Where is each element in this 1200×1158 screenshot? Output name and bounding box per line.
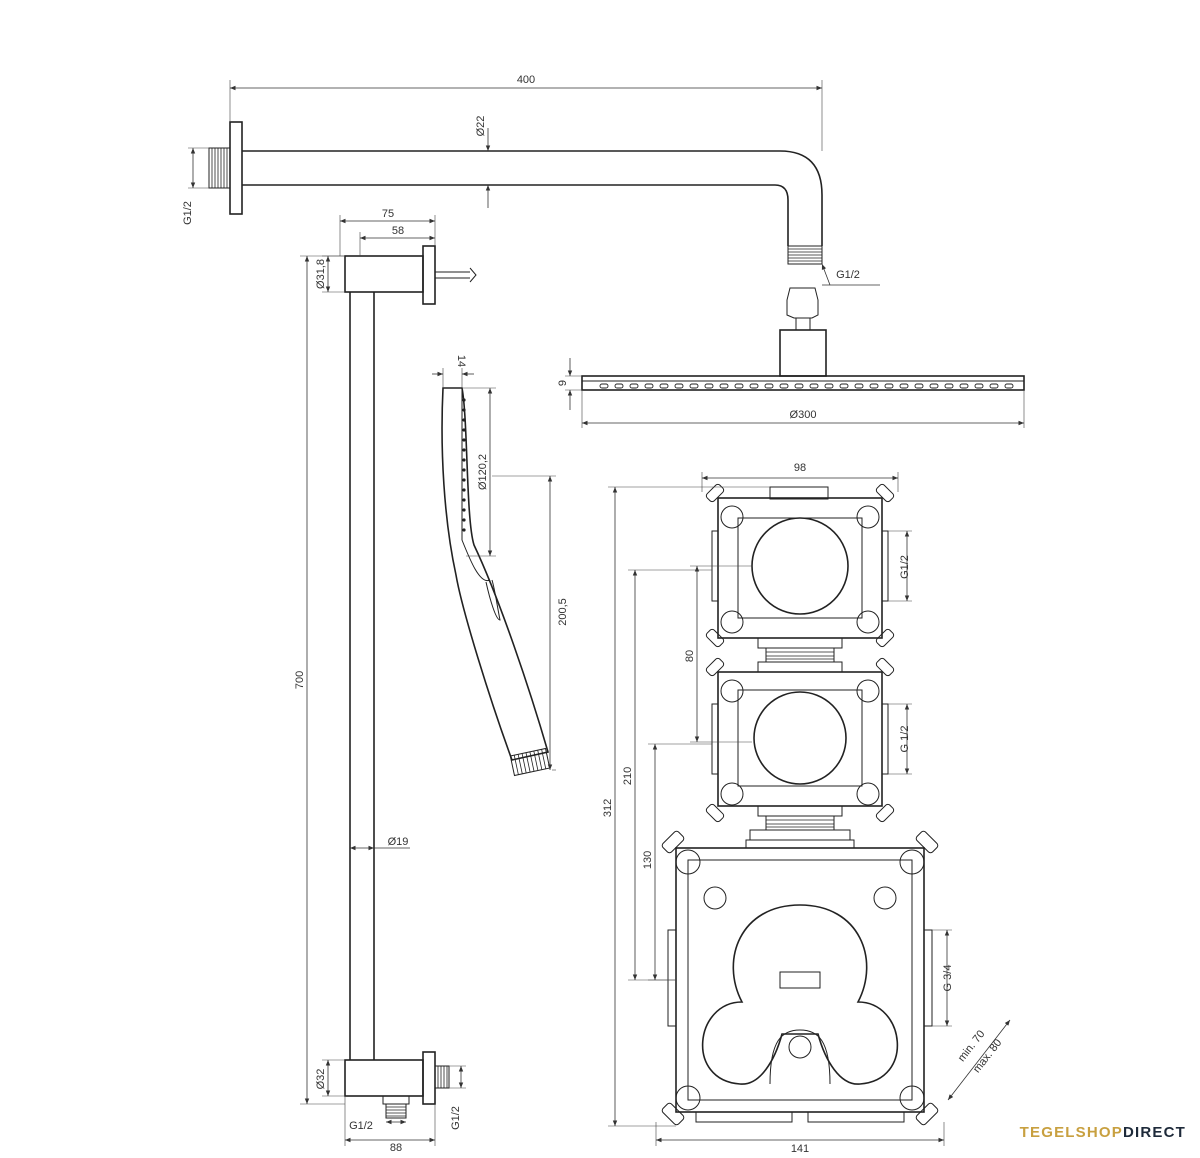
head-diameter-dimension: Ø300 xyxy=(581,390,1025,428)
brand-logo: TEGELSHOPDIRECT xyxy=(1020,1124,1186,1141)
elbow-thread-side-dimension: G1/2 xyxy=(449,1065,466,1130)
box-thread-main-dimension: G 3/4 xyxy=(932,929,954,1027)
arm-diameter-dimension: Ø22 xyxy=(475,116,491,208)
box-thread-1-dimension: G1/2 xyxy=(888,530,912,602)
head-thread-label: G1/2 xyxy=(836,269,860,281)
brand-part-2: DIRECT xyxy=(1122,1124,1186,1141)
box-210-label: 210 xyxy=(622,767,634,785)
elbow-thread-bottom-dimension: G1/2 xyxy=(349,1119,406,1132)
holder-depth-label: 75 xyxy=(382,208,394,220)
holder-inner-label: 58 xyxy=(392,225,404,237)
box-width-bottom-label: 141 xyxy=(791,1143,809,1155)
shower-arm xyxy=(208,121,823,265)
shower-head xyxy=(581,287,1025,391)
rail-diameter-dimension: Ø19 xyxy=(350,836,410,851)
head-thread-dimension: G1/2 xyxy=(821,263,880,286)
head-height-dimension: 9 xyxy=(557,358,582,410)
rail-length-label: 700 xyxy=(294,671,306,689)
box-130-dimension: 130 xyxy=(642,743,712,981)
wall-thread-label: G1/2 xyxy=(182,201,194,225)
box-thread-main-label: G 3/4 xyxy=(942,965,954,992)
elbow-thread-bottom-label: G1/2 xyxy=(349,1120,373,1132)
rail-diameter-label: Ø19 xyxy=(388,836,409,848)
box-width-top-dimension: 98 xyxy=(701,462,899,492)
nozzle-row xyxy=(599,383,1014,389)
box-thread-2-dimension: G 1/2 xyxy=(888,703,912,775)
hand-length-label: 200,5 xyxy=(557,598,569,626)
elbow-thread-side-label: G1/2 xyxy=(450,1106,462,1130)
hand-shower xyxy=(441,387,551,777)
elbow-diameter-dimension: Ø32 xyxy=(315,1059,345,1097)
wall-thread-dimension: G1/2 xyxy=(182,147,209,225)
holder-depth-dimension: 75 58 xyxy=(339,208,436,256)
box-spacing-dimension: 80 xyxy=(684,565,752,743)
hand-diameter-label: Ø120,2 xyxy=(477,454,489,490)
box-thread-1-label: G1/2 xyxy=(899,555,911,579)
arm-length-label: 400 xyxy=(517,74,535,86)
box-thread-2-label: G 1/2 xyxy=(899,726,911,753)
wall-thread-hatch xyxy=(211,148,228,188)
installation-box xyxy=(661,483,939,1126)
hand-length-dimension: 200,5 xyxy=(492,475,569,771)
head-diameter-label: Ø300 xyxy=(790,409,817,421)
elbow-width-dimension: 88 xyxy=(344,1096,436,1154)
hand-thickness-dimension: 14 xyxy=(432,355,474,388)
box-130-label: 130 xyxy=(642,851,654,869)
brand-part-1: TEGELSHOP xyxy=(1019,1124,1123,1141)
elbow-diameter-label: Ø32 xyxy=(315,1069,327,1090)
holder-diameter-dimension: Ø31,8 xyxy=(315,255,345,293)
hand-thickness-label: 14 xyxy=(455,355,467,367)
slide-rail xyxy=(344,245,477,1119)
box-210-dimension: 210 xyxy=(622,569,712,981)
box-width-top-label: 98 xyxy=(794,462,806,474)
box-total-height-dimension: 312 xyxy=(602,486,770,1127)
hand-diameter-dimension: Ø120,2 xyxy=(462,387,496,557)
box-total-height-label: 312 xyxy=(602,799,614,817)
rail-length-dimension: 700 xyxy=(294,255,345,1105)
elbow-width-label: 88 xyxy=(390,1142,402,1154)
box-width-bottom-dimension: 141 xyxy=(655,1122,945,1155)
holder-diameter-label: Ø31,8 xyxy=(315,259,327,289)
head-height-label: 9 xyxy=(557,380,569,386)
box-spacing-label: 80 xyxy=(684,650,696,662)
arm-diameter-label: Ø22 xyxy=(475,116,487,137)
depth-dimension: min. 70 max. 80 xyxy=(947,1019,1011,1101)
arm-length-dimension: 400 xyxy=(229,74,823,151)
